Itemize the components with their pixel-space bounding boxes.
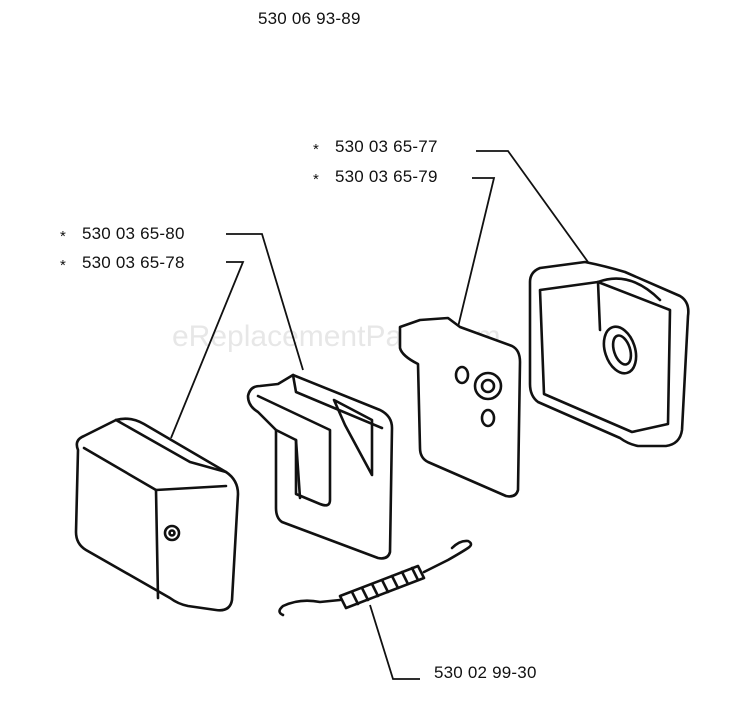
tension-spring — [278, 539, 473, 617]
label-530-03-65-78: * 530 03 65-78 — [60, 253, 185, 274]
label-530-03-65-77: * 530 03 65-77 — [313, 137, 438, 158]
filter-bracket — [246, 373, 394, 560]
leader-lines — [170, 150, 589, 680]
label-530-02-99-30: 530 02 99-30 — [434, 663, 537, 682]
label-part-number: 530 03 65-80 — [82, 224, 185, 243]
label-530-03-65-79: * 530 03 65-79 — [313, 167, 438, 188]
label-part-number: 530 02 99-30 — [434, 663, 537, 682]
leader-cover-top — [476, 150, 589, 263]
label-part-number: 530 03 65-78 — [82, 253, 185, 272]
label-star: * — [60, 228, 66, 245]
filter-gasket-plate — [398, 316, 522, 498]
leader-spring — [369, 604, 420, 680]
assembly-number: 530 06 93-89 — [258, 9, 361, 28]
label-part-number: 530 03 65-79 — [335, 167, 438, 186]
label-530-03-65-80: * 530 03 65-80 — [60, 224, 185, 245]
leader-cover-bottom — [457, 177, 496, 328]
air-filter-box — [74, 417, 240, 612]
label-star: * — [313, 171, 319, 188]
label-star: * — [60, 257, 66, 274]
leader-plate-top — [226, 233, 304, 371]
label-star: * — [313, 141, 319, 158]
leader-plate-bottom — [170, 261, 245, 439]
air-filter-cover-open — [528, 260, 690, 448]
label-part-number: 530 03 65-77 — [335, 137, 438, 156]
